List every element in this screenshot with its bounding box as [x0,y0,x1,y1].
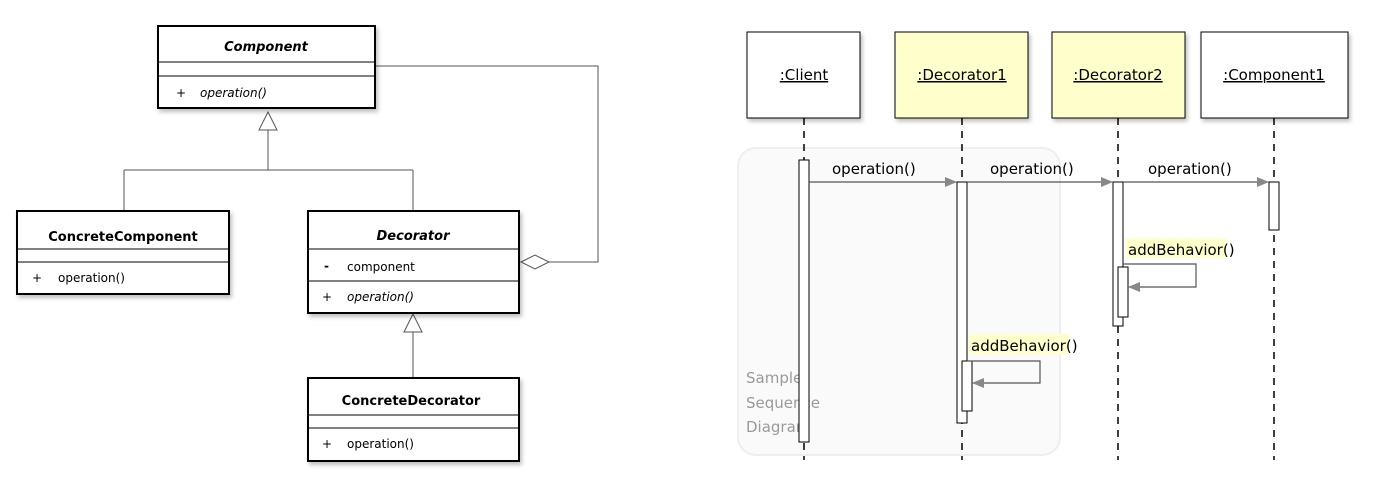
message-label-2: operation() [990,160,1074,178]
inheritance-triangle-decorator [403,312,423,333]
lifeline-name-client: :Client [780,66,829,84]
self-call-label-decorator2: addBehavior() [1128,241,1235,259]
activation-bars [798,159,1280,443]
message-label-1: operation() [832,160,916,178]
lifeline-box-decorator1[interactable] [894,31,1029,119]
self-call-highlight-2 [1126,238,1226,258]
class-decorator[interactable] [307,210,520,314]
class-concrete-component-op-visibility: + [32,271,42,285]
class-component-operation: operation() [200,86,267,100]
class-component[interactable] [157,25,376,109]
class-concrete-decorator[interactable] [307,377,520,462]
class-concrete-component-operation: operation() [58,271,125,285]
lifeline-box-client[interactable] [746,31,861,119]
class-concrete-component-name: ConcreteComponent [48,230,198,245]
activation-decorator1 [956,181,968,424]
aggregation-connector [375,65,599,270]
class-concrete-decorator-name: ConcreteDecorator [342,394,481,409]
self-call-label-decorator1: addBehavior() [971,337,1078,355]
frame-label-line-1: Sample [746,369,802,387]
self-call-highlight-1 [969,334,1069,354]
aggregation-diamond [519,254,551,270]
class-decorator-attr-visibility: - [324,259,329,273]
class-decorator-op-visibility: + [322,290,332,304]
class-concrete-component[interactable] [16,210,230,295]
class-component-name: Component [224,40,309,55]
activation-decorator2 [1112,181,1124,327]
class-decorator-operation: operation() [347,290,414,304]
activation-client [798,159,810,443]
lifeline-name-decorator1: :Decorator1 [917,66,1006,84]
lifeline-heads [746,31,1349,119]
inheritance-triangle-component [258,110,278,131]
class-component-op-visibility: + [176,86,186,100]
sequence-diagram: Sample Sequence Diagram :Client :Decorat… [737,31,1349,460]
class-concrete-decorator-operation: operation() [347,437,414,451]
activation-decorator2-nested [1117,266,1129,318]
message-label-3: operation() [1148,160,1232,178]
class-concrete-decorator-op-visibility: + [322,437,332,451]
self-call-arrow-decorator1 [967,360,1041,388]
class-diagram: Component + operation() ConcreteComponen… [16,25,599,462]
lifeline-name-component1: :Component1 [1223,66,1325,84]
generalization-connectors [123,110,423,378]
lifeline-name-decorator2: :Decorator2 [1073,66,1162,84]
activation-component1 [1268,181,1280,231]
self-call-arrow-decorator2 [1123,263,1197,292]
class-decorator-name: Decorator [377,229,452,244]
frame-label-line-3: Diagram [746,418,810,436]
lifeline-box-decorator2[interactable] [1051,31,1186,119]
class-decorator-attribute: component [347,260,415,274]
activation-decorator1-nested [961,360,973,412]
lifeline-box-component1[interactable] [1200,31,1349,119]
